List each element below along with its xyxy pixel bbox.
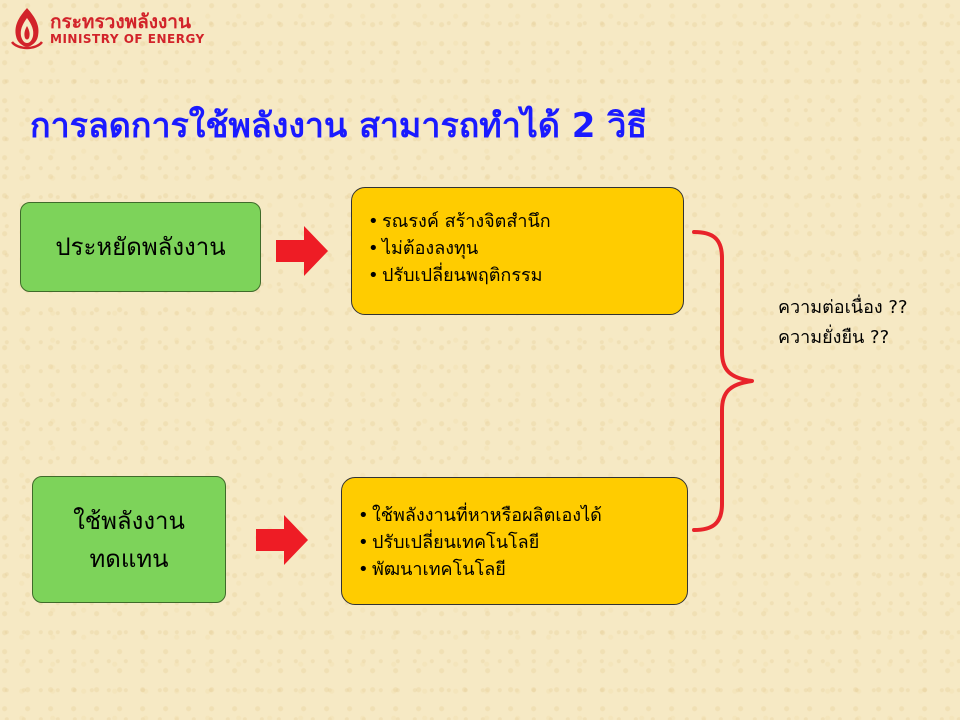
bullet-icon: • — [368, 211, 379, 232]
flame-logo-icon — [11, 8, 43, 50]
question-continuity: ความต่อเนื่อง ?? — [778, 297, 908, 318]
logo-name-english: MINISTRY OF ENERGY — [50, 32, 205, 46]
logo-name-thai: กระทรวงพลังงาน — [50, 11, 191, 33]
list-item-text: ปรับเปลี่ยนเทคโนโลยี — [372, 532, 540, 553]
list-item: •ไม่ต้องลงทุน — [368, 235, 675, 262]
list-item-text: ปรับเปลี่ยนพฤติกรรม — [382, 265, 543, 286]
list-item-text: ใช้พลังงานที่หาหรือผลิตเองได้ — [372, 505, 602, 526]
list-item: •ใช้พลังงานที่หาหรือผลิตเองได้ — [358, 502, 679, 529]
method-label-line2: ทดแทน — [89, 544, 169, 573]
method-box-energy-saving: ประหยัดพลังงาน — [20, 202, 261, 292]
bullet-icon: • — [368, 265, 379, 286]
list-item-text: รณรงค์ สร้างจิตสำนึก — [382, 211, 551, 232]
question-list: ความต่อเนื่อง ?? ความยั่งยืน ?? — [778, 293, 908, 353]
method-points-list: •รณรงค์ สร้างจิตสำนึก •ไม่ต้องลงทุน •ปรั… — [368, 208, 675, 289]
right-arrow-icon — [256, 515, 308, 565]
list-item-text: ไม่ต้องลงทุน — [382, 238, 479, 259]
slide-title: การลดการใช้พลังงาน สามารถทำได้ 2 วิธี — [30, 106, 648, 146]
bullet-icon: • — [358, 505, 369, 526]
method-box-alternative-energy: ใช้พลังงาน ทดแทน — [32, 476, 226, 603]
method-label-line1: ประหยัดพลังงาน — [55, 233, 226, 261]
list-item: •พัฒนาเทคโนโลยี — [358, 556, 679, 583]
list-item-text: พัฒนาเทคโนโลยี — [372, 559, 506, 580]
method-label-line1: ใช้พลังงาน — [73, 506, 185, 535]
ministry-logo: กระทรวงพลังงาน MINISTRY OF ENERGY — [8, 6, 258, 50]
right-brace-icon — [692, 230, 754, 532]
right-arrow-icon — [276, 226, 328, 276]
list-item: •รณรงค์ สร้างจิตสำนึก — [368, 208, 675, 235]
list-item: •ปรับเปลี่ยนเทคโนโลยี — [358, 529, 679, 556]
list-item: •ปรับเปลี่ยนพฤติกรรม — [368, 262, 675, 289]
bullet-icon: • — [368, 238, 379, 259]
method-details-box-energy-saving: •รณรงค์ สร้างจิตสำนึก •ไม่ต้องลงทุน •ปรั… — [351, 187, 684, 315]
method-details-box-alternative-energy: •ใช้พลังงานที่หาหรือผลิตเองได้ •ปรับเปลี… — [341, 477, 688, 605]
bullet-icon: • — [358, 532, 369, 553]
bullet-icon: • — [358, 559, 369, 580]
question-sustainability: ความยั่งยืน ?? — [778, 327, 890, 348]
method-points-list: •ใช้พลังงานที่หาหรือผลิตเองได้ •ปรับเปลี… — [358, 502, 679, 583]
